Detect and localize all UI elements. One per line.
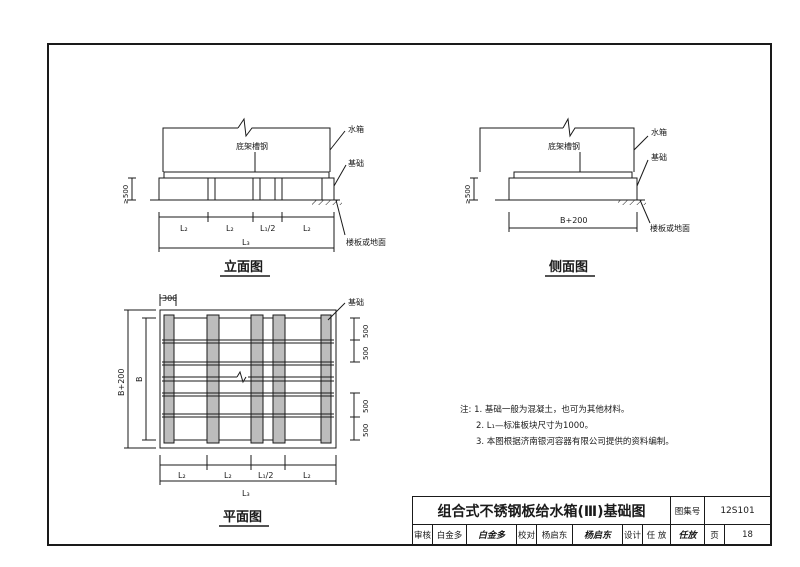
side-channel-label: 底架槽钢 (548, 141, 580, 151)
plan-strip-4 (272, 314, 286, 444)
check-name: 杨启东 (537, 525, 573, 545)
atlas-number: 12S101 (705, 497, 771, 525)
side-channel-steel (513, 171, 633, 179)
plan-base-label: 基础 (348, 297, 364, 307)
plan-dim-b: B (135, 377, 144, 383)
elev-dim-l2-a: L₂ (180, 224, 188, 233)
review-name: 白金多 (433, 525, 467, 545)
plan-dim-l1-half: L₁/2 (258, 471, 273, 480)
plan-strip-2 (206, 314, 220, 444)
plan-dim-300: 300 (162, 294, 177, 303)
atlas-label: 图集号 (671, 497, 705, 525)
elev-floor-label: 楼板或地面 (346, 237, 386, 247)
plan-dim-500-d: 500 (362, 424, 370, 437)
check-label: 校对 (517, 525, 537, 545)
check-signature: 杨启东 (573, 525, 623, 545)
plan-strip-1 (163, 314, 175, 444)
plan-dim-b200: B+200 (117, 369, 126, 396)
design-name: 任 放 (643, 525, 671, 545)
elev-dim-l3: L₃ (242, 238, 250, 247)
review-signature: 白金多 (467, 525, 517, 545)
tank-outline-left (162, 127, 238, 172)
plan-dim-l2-b: L₂ (224, 471, 232, 480)
design-signature: 任放 (671, 525, 705, 545)
elev-dim-l2-c: L₂ (303, 224, 311, 233)
elevation-caption: 立面图 (224, 259, 263, 275)
plan-outline (159, 309, 337, 449)
side-foundation-block (508, 177, 638, 201)
channel-steel (163, 171, 330, 179)
plan-dim-l2-a: L₂ (178, 471, 186, 480)
title-block: 组合式不锈钢板给水箱(Ⅲ)基础图 图集号 12S101 审核 白金多 白金多 校… (412, 496, 772, 546)
foundation-block (158, 177, 335, 201)
elev-tank-label: 水箱 (348, 124, 364, 134)
leader-tank (329, 130, 346, 151)
side-height-label: ≥500 (464, 185, 472, 204)
leader-floor (335, 199, 346, 236)
elev-base-label: 基础 (348, 158, 364, 168)
plan-dim-500-c: 500 (362, 400, 370, 413)
plan-strip-5 (320, 314, 332, 444)
note-3: 3. 本图根据济南银河容器有限公司提供的资料编制。 (476, 437, 674, 447)
plan-dim-l2-c: L₂ (303, 471, 311, 480)
ground-hatch (312, 200, 342, 205)
page-number: 18 (725, 525, 771, 545)
plan-strip-3 (250, 314, 264, 444)
elev-dim-l2-b: L₂ (226, 224, 234, 233)
plan-dim-l3: L₃ (242, 489, 250, 498)
side-floor-label: 楼板或地面 (650, 223, 690, 233)
plan-caption: 平面图 (223, 510, 262, 525)
design-label: 设计 (623, 525, 643, 545)
side-tank-label: 水箱 (651, 127, 667, 137)
drawing-title: 组合式不锈钢板给水箱(Ⅲ)基础图 (413, 497, 671, 525)
side-caption: 侧面图 (549, 259, 588, 275)
leader-base (333, 164, 347, 187)
plan-dim-500-a: 500 (362, 325, 370, 338)
elev-dim-l1-half: L₁/2 (260, 224, 275, 233)
tank-outline-right (237, 117, 331, 172)
elev-height-label: ≥500 (122, 185, 130, 204)
drawing-frame (47, 43, 772, 546)
elevation-view (128, 117, 347, 252)
notes-block: 注: 1. 基础一般为混凝土，也可为其他材料。 2. L₁—标准板块尺寸为100… (460, 402, 674, 450)
side-view (470, 117, 651, 232)
note-2: 2. L₁—标准板块尺寸为1000。 (476, 421, 594, 431)
side-width-label: B+200 (560, 216, 587, 225)
side-base-label: 基础 (651, 152, 667, 162)
plan-view (124, 294, 360, 485)
plan-dim-500-b: 500 (362, 347, 370, 360)
note-1: 注: 1. 基础一般为混凝土，也可为其他材料。 (460, 405, 630, 415)
page-label: 页 (705, 525, 725, 545)
review-label: 审核 (413, 525, 433, 545)
elev-channel-label: 底架槽钢 (236, 141, 268, 151)
